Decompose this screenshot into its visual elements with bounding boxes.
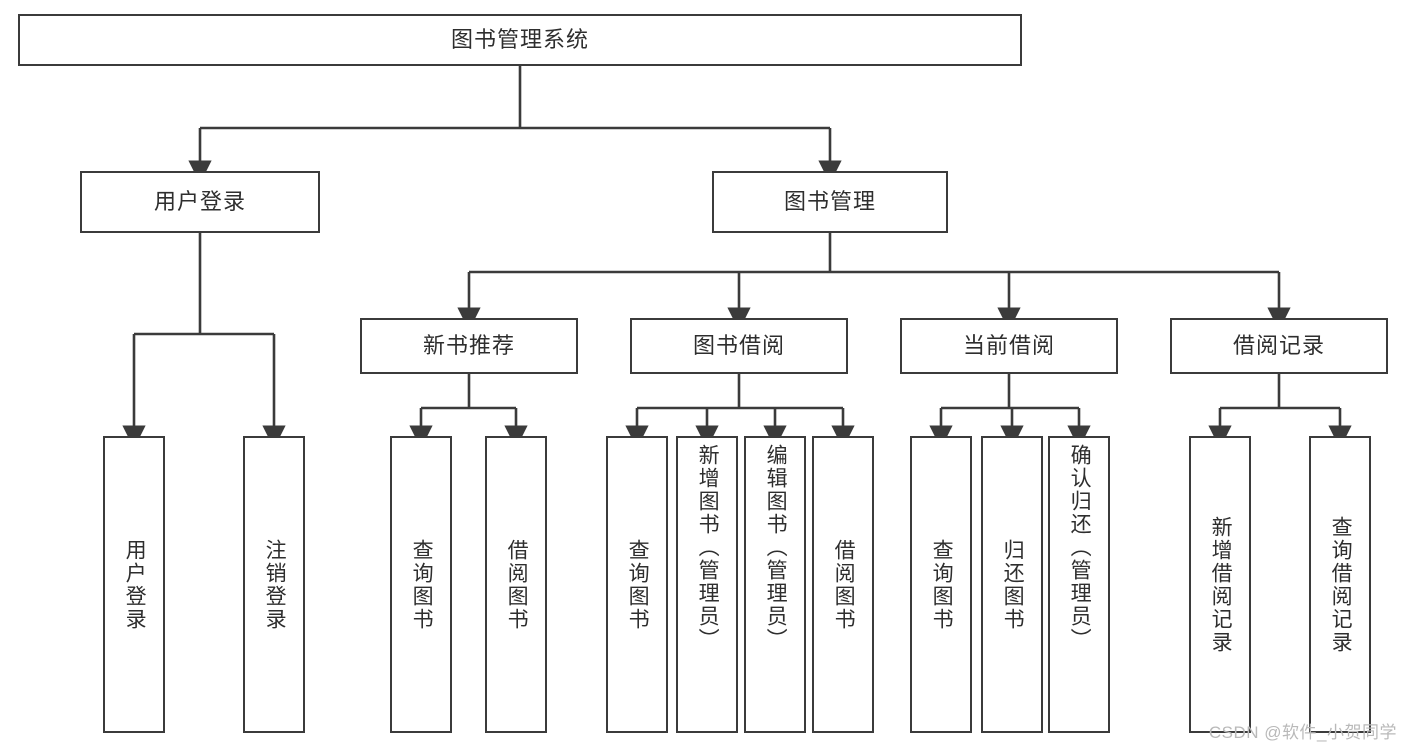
node-leaf-8[interactable]: 查询图书 [910,436,972,733]
node-leaf-1[interactable]: 注销登录 [243,436,305,733]
node-level2-0-label: 用户登录 [153,189,246,215]
node-level2-1[interactable]: 图书管理 [712,171,948,233]
node-leaf-11-label: 新增借阅记录 [1209,515,1233,654]
node-leaf-4[interactable]: 查询图书 [606,436,668,733]
node-level3-2[interactable]: 当前借阅 [900,318,1118,374]
node-leaf-7-label: 借阅图书 [832,538,856,631]
node-level3-0[interactable]: 新书推荐 [360,318,578,374]
node-leaf-6[interactable]: 编辑图书（管理员） [744,436,806,733]
node-leaf-11[interactable]: 新增借阅记录 [1189,436,1251,733]
node-level3-0-label: 新书推荐 [422,333,515,359]
node-level3-1-label: 图书借阅 [692,333,785,359]
node-level3-1[interactable]: 图书借阅 [630,318,848,374]
node-leaf-4-label: 查询图书 [626,538,650,631]
node-leaf-1-label: 注销登录 [263,538,287,631]
node-leaf-3-label: 借阅图书 [505,538,529,631]
node-leaf-0-label: 用户登录 [123,538,147,631]
node-level3-3-label: 借阅记录 [1232,333,1325,359]
node-leaf-0[interactable]: 用户登录 [103,436,165,733]
node-leaf-5[interactable]: 新增图书（管理员） [676,436,738,733]
node-leaf-8-label: 查询图书 [930,538,954,631]
node-leaf-7[interactable]: 借阅图书 [812,436,874,733]
node-leaf-9[interactable]: 归还图书 [981,436,1043,733]
node-level2-0[interactable]: 用户登录 [80,171,320,233]
node-leaf-2[interactable]: 查询图书 [390,436,452,733]
node-root-label: 图书管理系统 [450,27,589,53]
node-leaf-9-label: 归还图书 [1001,538,1025,631]
node-leaf-2-label: 查询图书 [410,538,434,631]
node-leaf-3[interactable]: 借阅图书 [485,436,547,733]
node-root[interactable]: 图书管理系统 [18,14,1022,66]
node-leaf-6-label: 编辑图书（管理员） [764,444,788,651]
node-level3-2-label: 当前借阅 [962,333,1055,359]
node-level3-3[interactable]: 借阅记录 [1170,318,1388,374]
node-level2-1-label: 图书管理 [783,189,876,215]
node-leaf-10-label: 确认归还（管理员） [1068,444,1092,651]
node-leaf-12-label: 查询借阅记录 [1329,515,1353,654]
watermark-text: CSDN @软件_小贺同学 [1208,723,1397,742]
node-leaf-5-label: 新增图书（管理员） [696,444,720,651]
node-leaf-12[interactable]: 查询借阅记录 [1309,436,1371,733]
node-leaf-10[interactable]: 确认归还（管理员） [1048,436,1110,733]
